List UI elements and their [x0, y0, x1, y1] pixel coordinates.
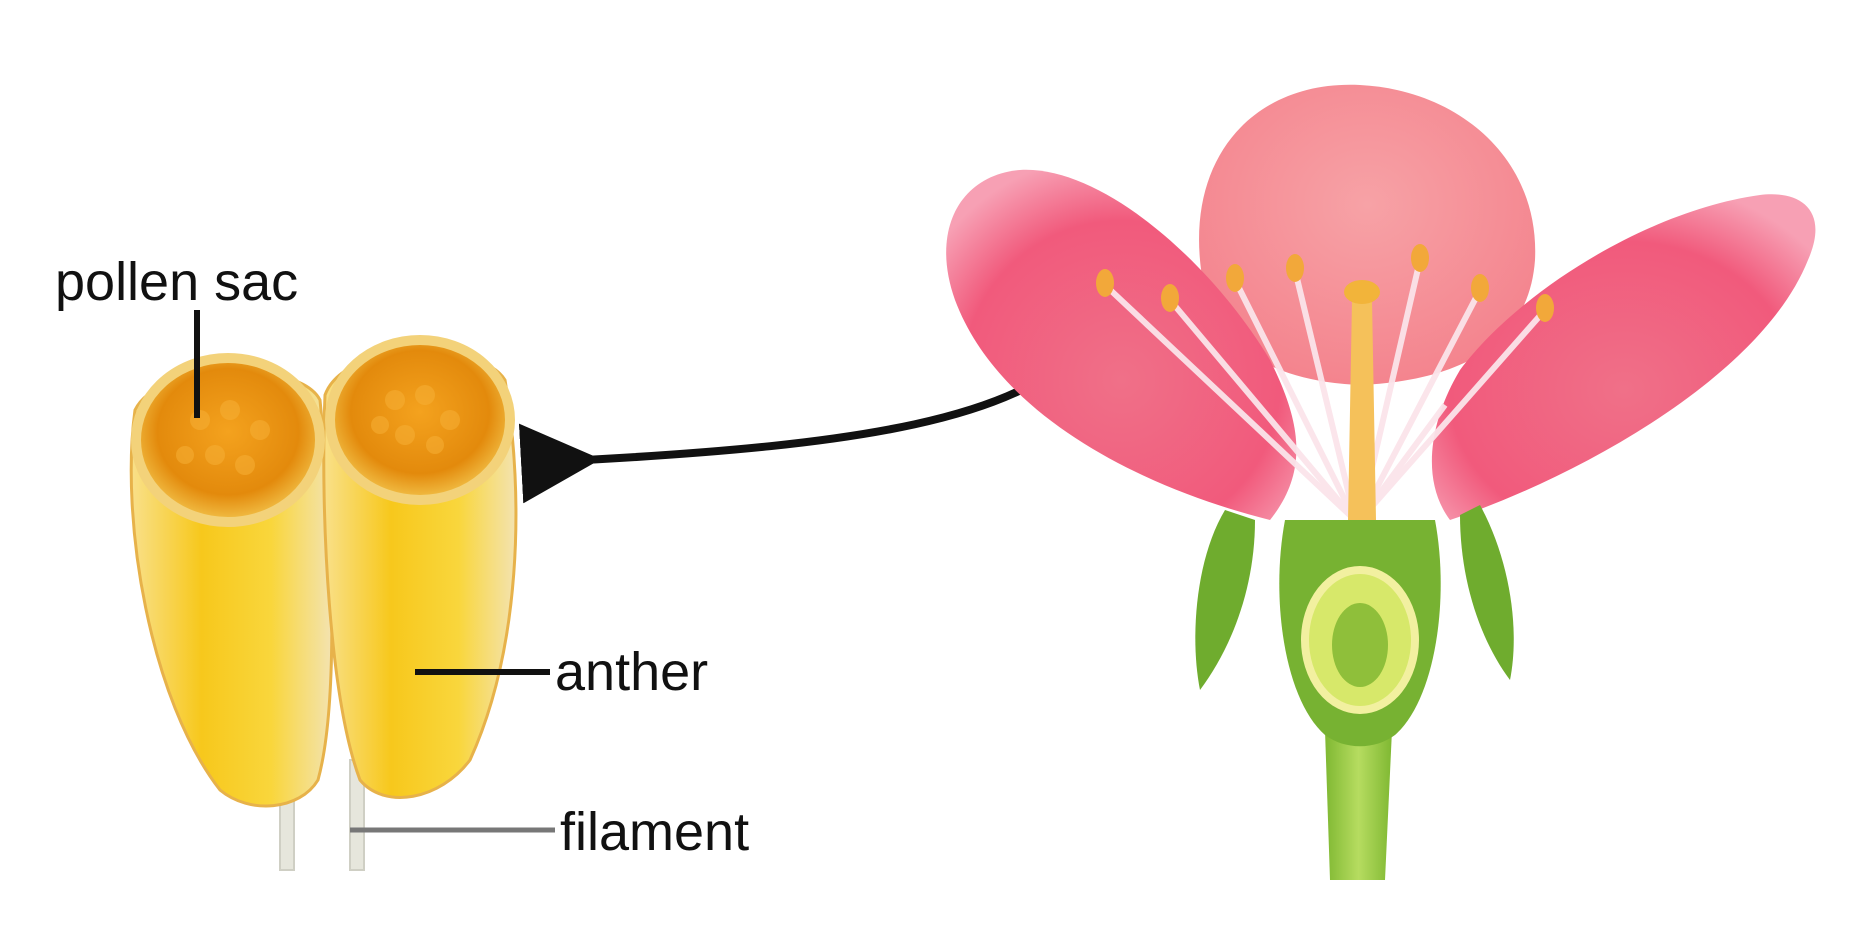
pollen-sac-right: [330, 340, 510, 500]
anther-label: anther: [555, 642, 708, 702]
sepal-right: [1460, 505, 1514, 680]
anther-closeup: [131, 340, 516, 870]
filament-label: filament: [560, 802, 749, 862]
pistil: [1348, 289, 1376, 520]
pollen-sac-label: pollen sac: [55, 252, 298, 312]
flower-stem: [1325, 730, 1392, 880]
flower-cross-section: [946, 85, 1815, 880]
pollen-sac-left: [136, 358, 320, 522]
sepal-left: [1195, 510, 1255, 690]
